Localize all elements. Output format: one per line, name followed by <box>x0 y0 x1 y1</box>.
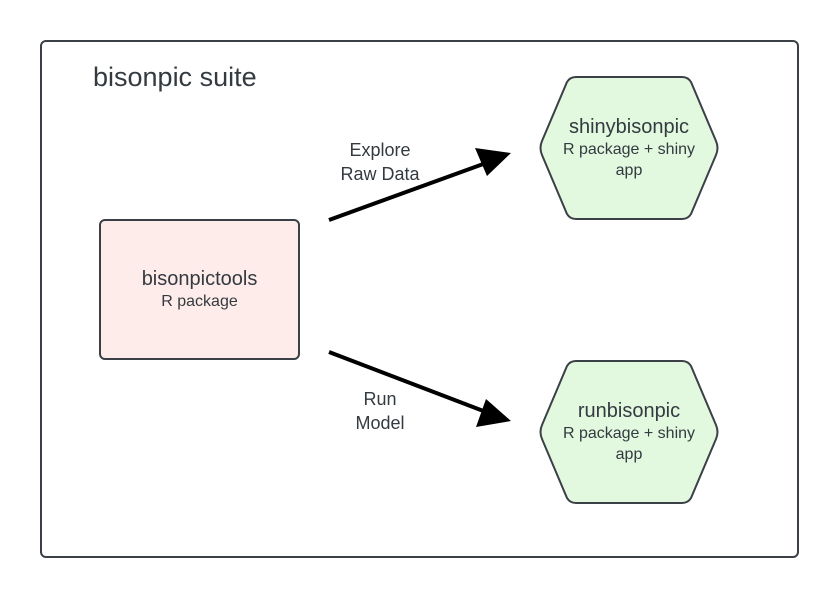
node-shinybisonpic-title: shinybisonpic <box>568 116 690 138</box>
edge-label-explore: Explore Raw Data <box>320 138 440 186</box>
edge-label-explore-line2: Raw Data <box>340 164 420 184</box>
suite-title: bisonpic suite <box>93 62 257 92</box>
arrow-explore <box>328 148 511 222</box>
node-shinybisonpic-subtitle: R package + shiny app <box>562 141 696 179</box>
edge-label-model-line2: Model <box>355 413 405 433</box>
suite-frame <box>40 40 799 558</box>
hexagon-shape <box>539 76 719 220</box>
node-shinybisonpic[interactable]: shinybisonpic R package + shiny app <box>538 75 720 221</box>
hexagon-shape <box>539 360 719 504</box>
node-runbisonpic[interactable]: runbisonpic R package + shiny app <box>538 359 720 505</box>
arrow-model <box>328 350 511 427</box>
edge-label-model-line1: Run <box>363 389 397 409</box>
edge-label-explore-line1: Explore <box>349 140 411 160</box>
node-runbisonpic-subtitle: R package + shiny app <box>562 425 696 463</box>
node-bisonpictools-subtitle: R package <box>161 292 238 310</box>
edge-label-model: Run Model <box>320 387 440 435</box>
node-bisonpictools-title: bisonpictools <box>141 267 258 290</box>
node-bisonpictools[interactable]: bisonpictools R package <box>99 219 300 360</box>
node-runbisonpic-title: runbisonpic <box>577 400 681 422</box>
